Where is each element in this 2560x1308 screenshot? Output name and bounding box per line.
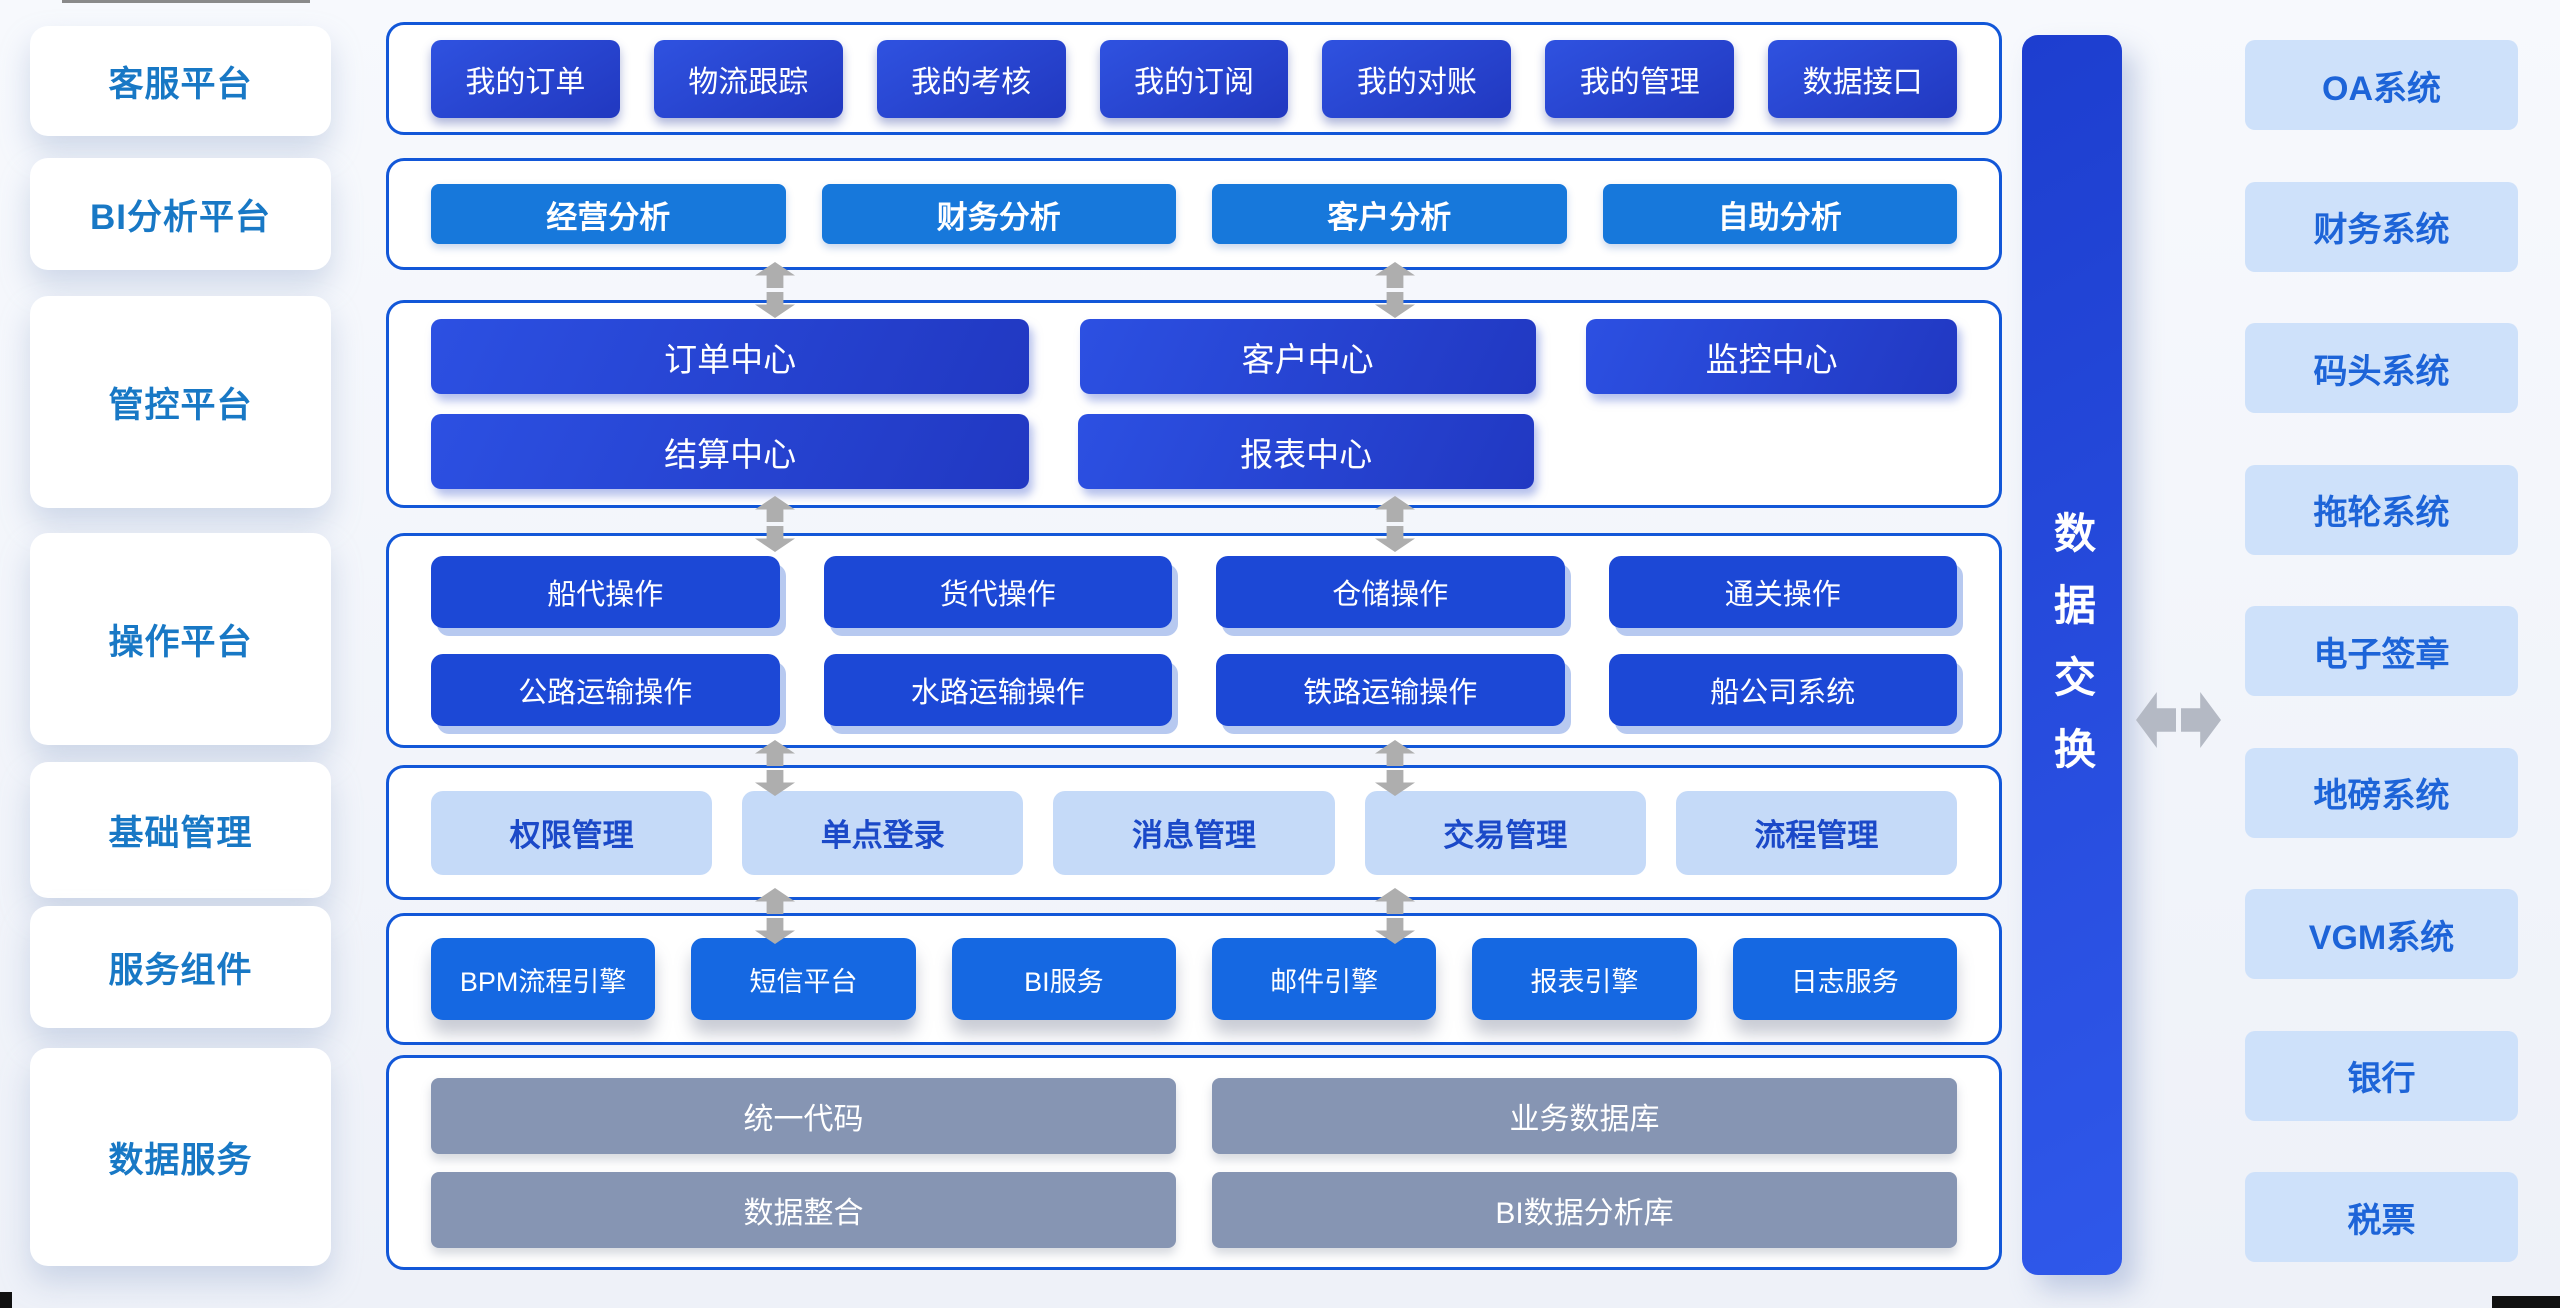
- module-button: 我的订单: [431, 39, 620, 118]
- button-row: BPM流程引擎短信平台 BI服务邮件引擎报表引擎日志服务: [389, 938, 1999, 1020]
- section-box-service-components: BPM流程引擎短信平台 BI服务邮件引擎报表引擎日志服务: [386, 913, 2002, 1045]
- module-button: 日志服务: [1732, 938, 1957, 1020]
- button-row: 经营分析财务分析客户分析自助分析: [389, 184, 1999, 244]
- data-exchange-label: 数据交换: [2048, 511, 2096, 799]
- button-row: 结算中心报表中心: [389, 414, 1999, 489]
- button-row: 公路运输操作水路运输操作铁路运输操作船公司系统: [389, 653, 1999, 726]
- module-button: 监控中心: [1586, 319, 1957, 394]
- external-system-card: 电子签章: [2245, 606, 2518, 696]
- module-button: 统一代码: [431, 1077, 1176, 1154]
- sidebar-platform-card: 基础管理: [30, 762, 331, 898]
- external-system-card: VGM系统: [2245, 889, 2518, 979]
- module-button: 单点登录: [742, 790, 1024, 875]
- external-system-card: 码头系统: [2245, 323, 2518, 413]
- module-button: 交易管理: [1364, 790, 1646, 875]
- section-box-customer-service: 我的订单物流跟踪我的考核我的订阅我的对账我的管理数据接口: [386, 22, 2002, 135]
- sidebar-platform-card: BI分析平台: [30, 158, 331, 270]
- external-systems-column: OA系统财务系统码头系统拖轮系统电子签章地磅系统 VGM系统银行税票: [2245, 40, 2518, 1262]
- module-button: 客户分析: [1212, 184, 1567, 244]
- screen-artifact-top-line: [62, 0, 310, 3]
- double-arrow-vertical-icon: [1375, 740, 1415, 796]
- module-button: 结算中心: [431, 414, 1030, 489]
- screen-artifact-corner: [2492, 1296, 2560, 1308]
- double-arrow-vertical-icon: [755, 262, 795, 318]
- module-button: 短信平台: [691, 938, 916, 1020]
- module-button: 仓储操作: [1216, 555, 1565, 628]
- module-button: 数据接口: [1768, 39, 1958, 118]
- module-button: 货代操作: [823, 555, 1172, 628]
- module-button: 权限管理: [431, 790, 713, 875]
- module-button: 经营分析: [431, 184, 786, 244]
- double-arrow-vertical-icon: [1375, 496, 1415, 552]
- module-button: 自助分析: [1602, 184, 1957, 244]
- section-box-bi-analysis: 经营分析财务分析客户分析自助分析: [386, 158, 2002, 270]
- module-button: BI服务: [951, 938, 1176, 1020]
- module-button: BI数据分析库: [1212, 1171, 1957, 1248]
- button-row: 我的订单物流跟踪我的考核我的订阅我的对账我的管理数据接口: [389, 39, 1999, 118]
- module-button: 财务分析: [821, 184, 1176, 244]
- section-box-control: 订单中心客户中心监控中心 结算中心报表中心: [386, 300, 2002, 508]
- module-button: 客户中心: [1079, 319, 1536, 394]
- module-button: 物流跟踪: [653, 39, 843, 118]
- module-button: 订单中心: [431, 319, 1030, 394]
- sidebar-platform-card: 服务组件: [30, 906, 331, 1028]
- module-button: 我的对账: [1322, 39, 1512, 118]
- double-arrow-vertical-icon: [755, 888, 795, 944]
- module-button: 水路运输操作: [823, 653, 1172, 726]
- module-button: 船公司系统: [1608, 653, 1957, 726]
- module-button: 消息管理: [1053, 790, 1335, 875]
- module-button: 公路运输操作: [431, 653, 780, 726]
- module-button: 船代操作: [431, 555, 780, 628]
- module-button: 通关操作: [1608, 555, 1957, 628]
- module-button: 我的管理: [1545, 39, 1735, 118]
- button-row: 船代操作货代操作仓储操作通关操作: [389, 555, 1999, 628]
- module-button: 数据整合: [431, 1171, 1176, 1248]
- external-system-card: 税票: [2245, 1172, 2518, 1262]
- double-arrow-vertical-icon: [755, 496, 795, 552]
- sidebar-platform-card: 管控平台: [30, 296, 331, 508]
- double-arrow-horizontal-icon: [2136, 692, 2222, 748]
- external-system-card: 财务系统: [2245, 181, 2518, 272]
- external-system-card: 银行: [2245, 1030, 2518, 1121]
- module-button: 我的考核: [876, 39, 1066, 118]
- screen-artifact-corner: [0, 1292, 12, 1308]
- module-button: 业务数据库: [1212, 1077, 1957, 1154]
- module-button: 铁路运输操作: [1216, 653, 1565, 726]
- data-exchange-bar: 数据交换: [2022, 35, 2122, 1275]
- section-box-operation: 船代操作货代操作仓储操作通关操作 公路运输操作水路运输操作铁路运输操作船公司系统: [386, 533, 2002, 748]
- double-arrow-vertical-icon: [1375, 888, 1415, 944]
- sidebar-platform-card: 数据服务: [30, 1048, 331, 1266]
- double-arrow-vertical-icon: [755, 740, 795, 796]
- sidebar-platform-card: 操作平台: [30, 533, 331, 745]
- module-button: 流程管理: [1675, 790, 1958, 875]
- module-button: 报表中心: [1078, 414, 1535, 489]
- sidebar-platform-card: 客服平台: [30, 26, 331, 136]
- button-row: 订单中心客户中心监控中心: [389, 319, 1999, 394]
- external-system-card: 拖轮系统: [2245, 464, 2518, 555]
- button-row: 数据整合 BI数据分析库: [389, 1171, 1999, 1248]
- module-button: BPM流程引擎: [431, 938, 656, 1020]
- module-button: 邮件引擎: [1211, 938, 1437, 1020]
- external-system-card: OA系统: [2245, 40, 2518, 130]
- module-button: 我的订阅: [1099, 39, 1289, 118]
- double-arrow-vertical-icon: [1375, 262, 1415, 318]
- module-button: 报表引擎: [1472, 938, 1697, 1020]
- external-system-card: 地磅系统: [2245, 747, 2518, 838]
- button-row: 统一代码业务数据库: [389, 1077, 1999, 1154]
- button-row: 权限管理单点登录消息管理交易管理流程管理: [389, 790, 1999, 875]
- section-box-data-service: 统一代码业务数据库 数据整合 BI数据分析库: [386, 1055, 2002, 1270]
- section-box-basic-management: 权限管理单点登录消息管理交易管理流程管理: [386, 765, 2002, 900]
